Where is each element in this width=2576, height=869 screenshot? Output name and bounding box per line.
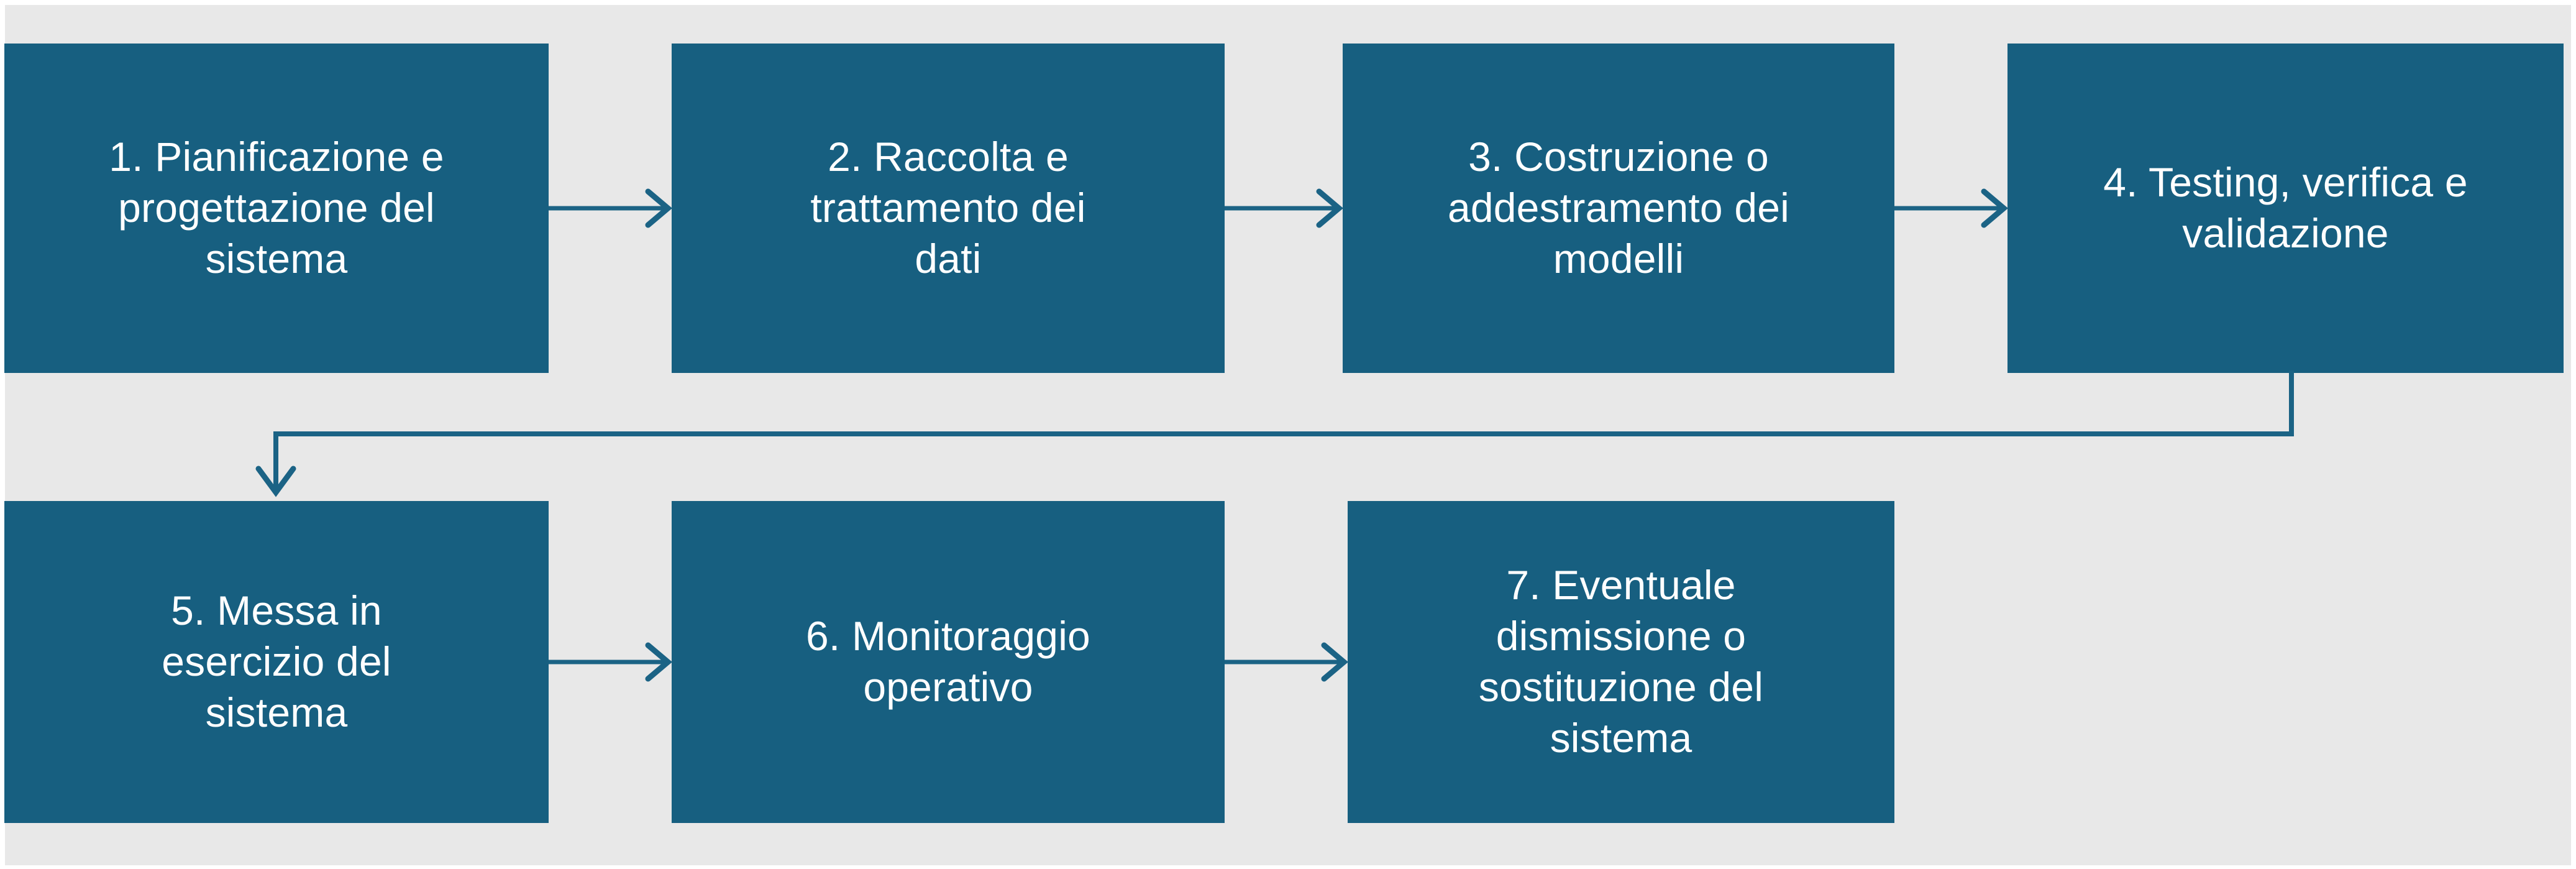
process-node-step-1[interactable]: 1. Pianificazione e progettazione del si…	[4, 44, 549, 373]
process-node-step-4[interactable]: 4. Testing, verifica e validazione	[2007, 44, 2564, 373]
process-node-label: 7. Eventuale dismissione o sostituzione …	[1478, 562, 1764, 761]
process-node-step-7[interactable]: 7. Eventuale dismissione o sostituzione …	[1348, 501, 1894, 823]
process-node-step-5[interactable]: 5. Messa in esercizio del sistema	[4, 501, 549, 823]
process-node-label: 5. Messa in esercizio del sistema	[162, 587, 391, 735]
process-node-step-6[interactable]: 6. Monitoraggio operativo	[672, 501, 1225, 823]
process-node-label: 6. Monitoraggio operativo	[806, 613, 1090, 710]
process-node-label: 4. Testing, verifica e validazione	[2103, 159, 2468, 256]
process-node-label: 1. Pianificazione e progettazione del si…	[109, 134, 444, 282]
process-node-step-2[interactable]: 2. Raccolta e trattamento dei dati	[672, 44, 1225, 373]
process-node-label: 2. Raccolta e trattamento dei dati	[810, 134, 1086, 282]
process-node-label: 3. Costruzione o addestramento dei model…	[1447, 134, 1790, 282]
process-node-step-3[interactable]: 3. Costruzione o addestramento dei model…	[1343, 44, 1894, 373]
